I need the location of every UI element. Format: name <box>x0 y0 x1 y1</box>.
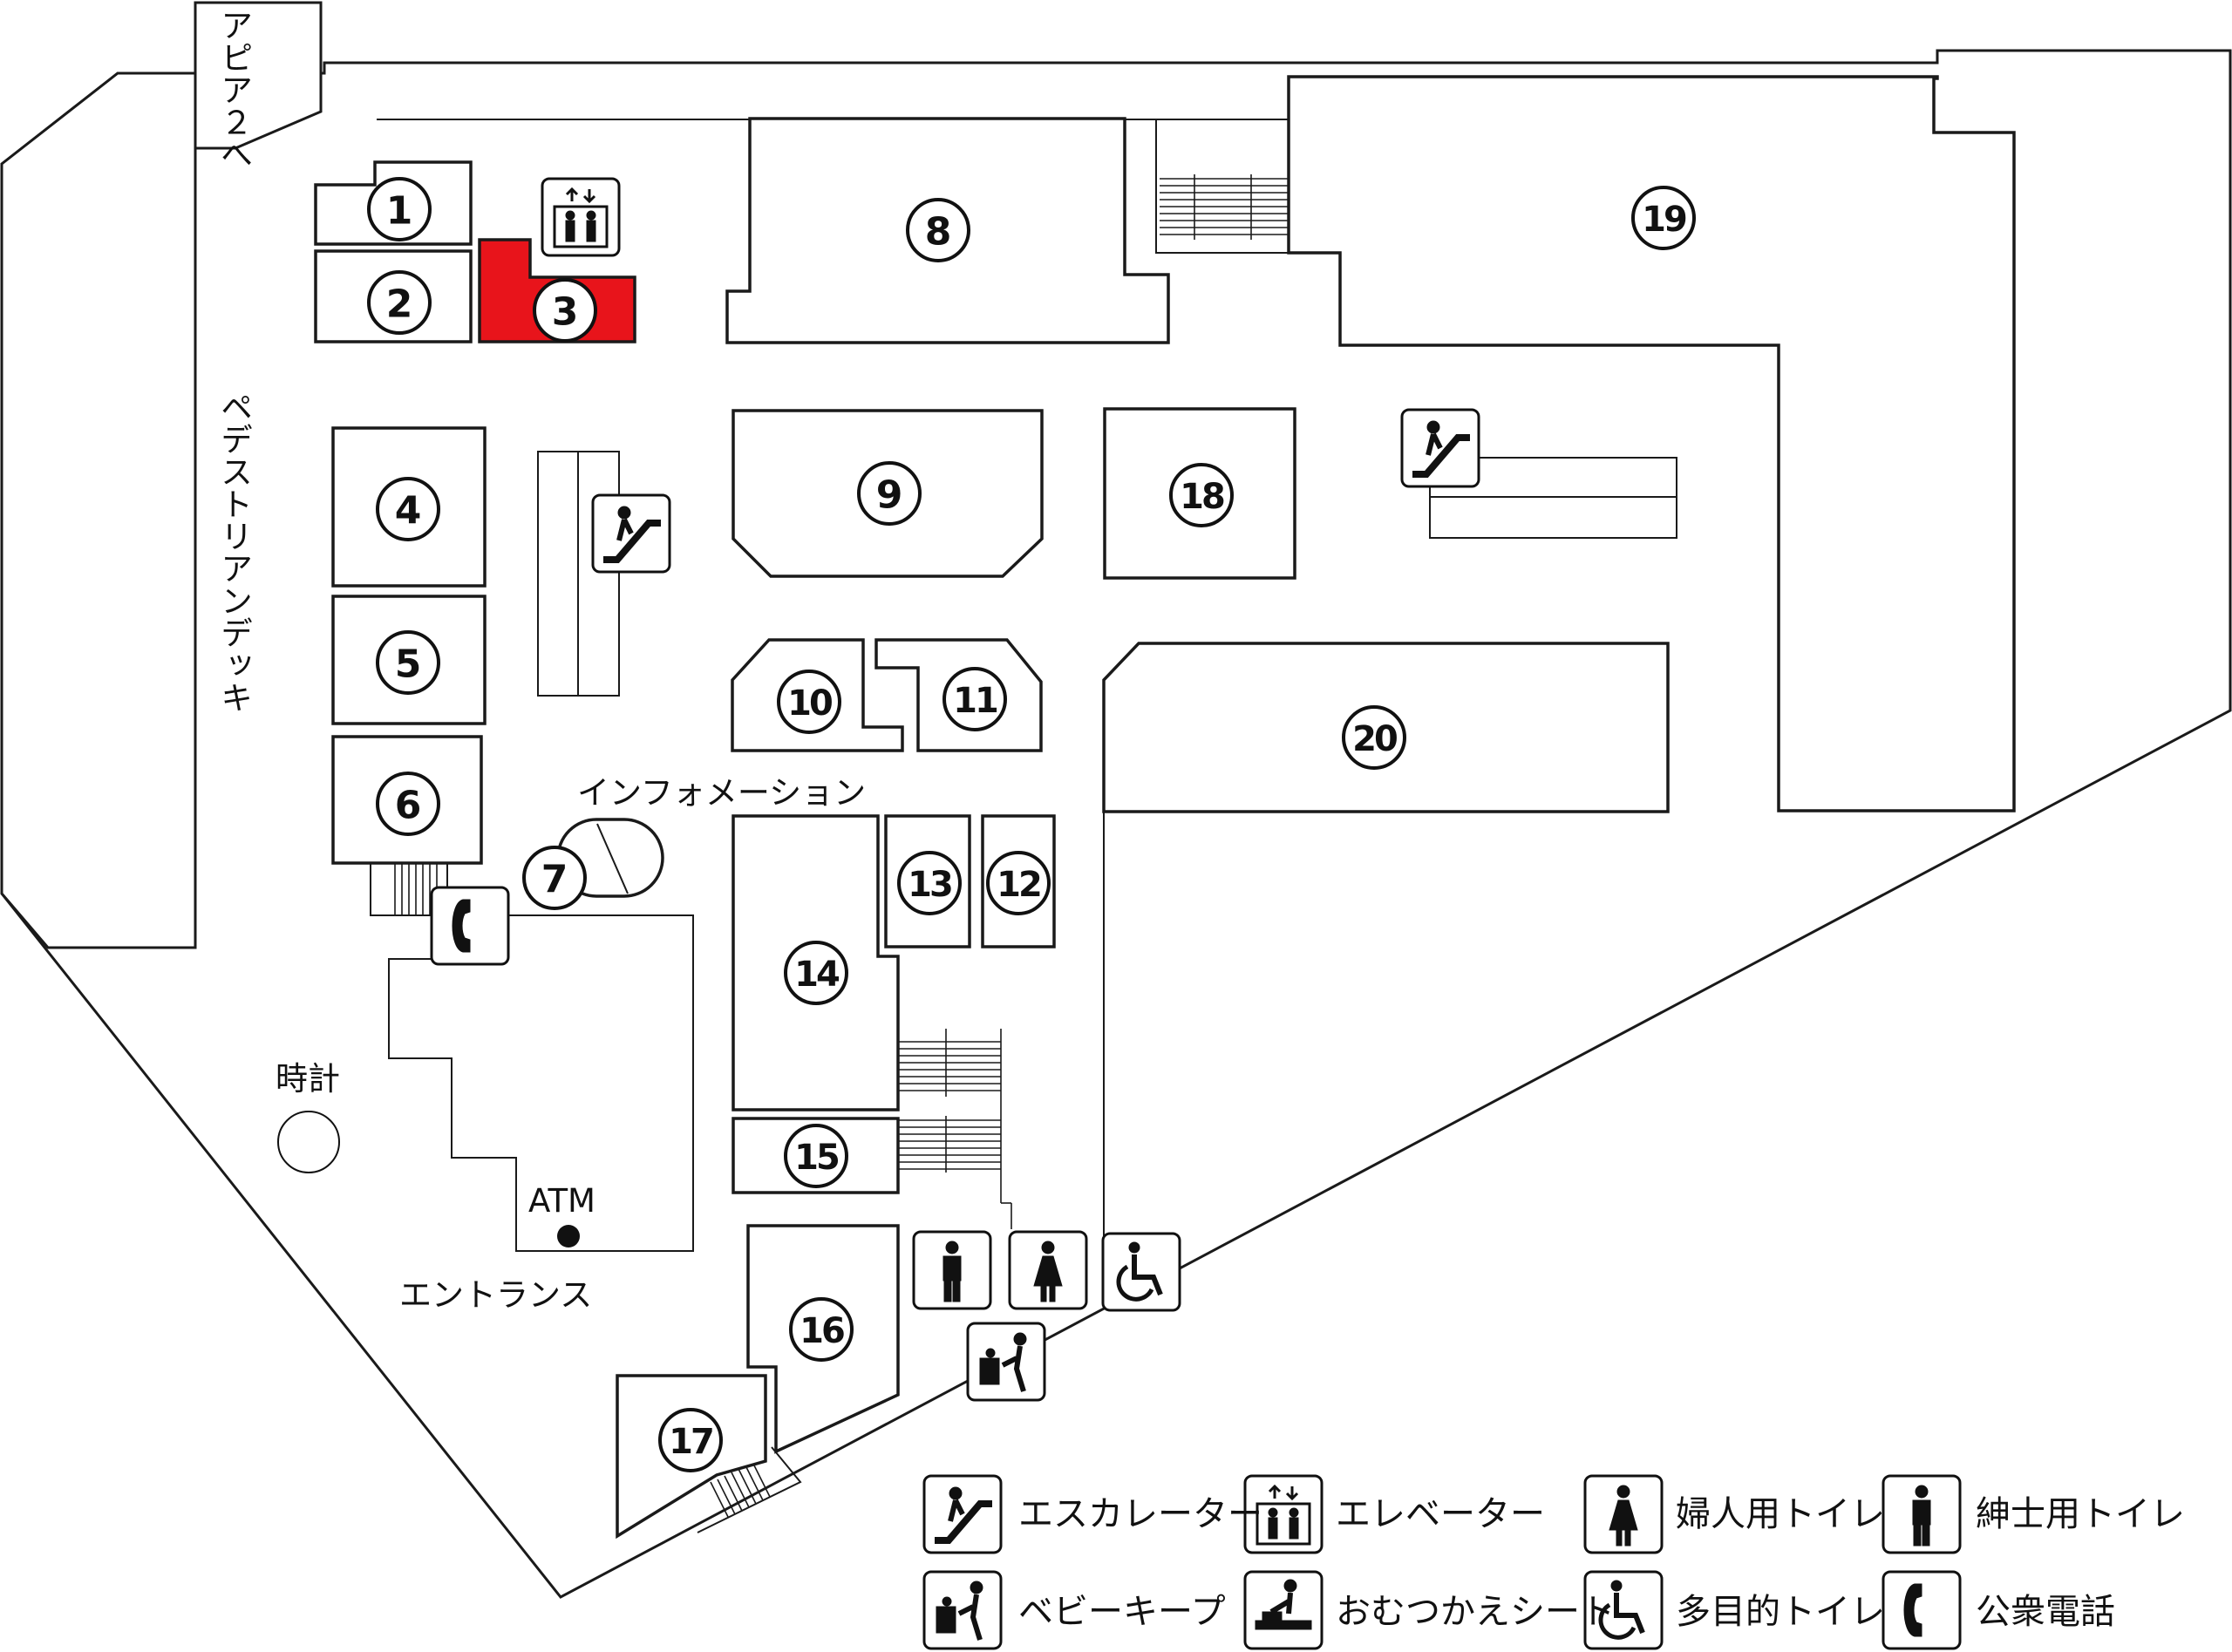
phone-icon[interactable] <box>430 886 510 966</box>
entrance-hall <box>388 914 694 1252</box>
shop-marker-19[interactable]: 19 <box>1631 186 1696 250</box>
shop-marker-18[interactable]: 18 <box>1169 463 1234 527</box>
legend-baby-keep-label: ベビーキープ <box>1018 1592 1226 1632</box>
legend-escalator-icon <box>922 1474 1003 1554</box>
legend-escalator-label: エスカレーター <box>1018 1494 1262 1534</box>
shop-marker-circle <box>1342 705 1406 770</box>
shop-number-label: 18 <box>1180 477 1224 517</box>
shop-marker-8[interactable]: 8 <box>906 198 970 262</box>
building-outline <box>0 1 2232 1599</box>
shop-number-label: 3 <box>552 290 579 335</box>
legend-mens-toilet-icon <box>1882 1474 1962 1554</box>
shop-marker-circle <box>533 278 597 343</box>
shop-number-label: 13 <box>908 865 951 905</box>
shop-marker-2[interactable]: 2 <box>367 270 432 335</box>
atm-label: ATM <box>528 1182 595 1220</box>
appia2-label: アピア２へ <box>215 9 253 170</box>
shop-marker-7[interactable]: 7 <box>522 846 587 910</box>
shop-number-label: 6 <box>395 784 422 828</box>
shop-number-label: 4 <box>395 489 422 534</box>
shop-number-label: 14 <box>794 955 839 995</box>
shop-marker-circle <box>906 198 970 262</box>
pedestrian-deck-label: ペデストリアンデッキ <box>215 391 253 713</box>
shop-marker-4[interactable]: 4 <box>376 477 440 541</box>
shop-marker-14[interactable]: 14 <box>784 941 848 1005</box>
shop-number-label: 10 <box>787 683 832 724</box>
shop-marker-13[interactable]: 13 <box>897 851 962 915</box>
legend-elevator-icon <box>1243 1474 1324 1554</box>
shop-number-label: 9 <box>876 473 903 518</box>
information-label: インフォメーション <box>577 774 866 812</box>
legend-phone-label: 公衆電話 <box>1976 1592 2115 1632</box>
shop-marker-circle <box>376 772 440 836</box>
shop-marker-circle <box>522 846 587 910</box>
shop-marker-9[interactable]: 9 <box>857 461 922 526</box>
shop-marker-circle <box>367 270 432 335</box>
shop-number-label: 2 <box>386 282 413 327</box>
legend-mens-toilet-label: 紳士用トイレ <box>1976 1494 2185 1534</box>
shop-marker-20[interactable]: 20 <box>1342 705 1406 770</box>
escalator-icon[interactable] <box>591 493 671 574</box>
shop-marker-circle <box>376 630 440 695</box>
shop-number-label: 7 <box>541 858 568 902</box>
shop-number-label: 17 <box>669 1422 712 1462</box>
shop-marker-circle <box>1631 186 1696 250</box>
stairs <box>370 119 1677 1533</box>
shop-marker-circle <box>857 461 922 526</box>
shop-marker-circle <box>897 851 962 915</box>
shop-marker-5[interactable]: 5 <box>376 630 440 695</box>
shop-marker-circle <box>376 477 440 541</box>
shop-marker-circle <box>1169 463 1234 527</box>
shop-number-label: 16 <box>800 1311 844 1351</box>
shop-marker-17[interactable]: 17 <box>658 1408 723 1472</box>
womens-toilet-icon[interactable] <box>1008 1230 1088 1310</box>
legend-multipurpose-toilet-label: 多目的トイレ <box>1676 1592 1885 1632</box>
escalator-icon[interactable] <box>1400 408 1480 488</box>
shop-marker-16[interactable]: 16 <box>789 1297 854 1362</box>
shop-marker-10[interactable]: 10 <box>777 670 841 734</box>
shop-number-label: 20 <box>1352 719 1397 759</box>
clock-marker <box>277 1111 340 1173</box>
legend-womens-toilet-label: 婦人用トイレ <box>1676 1494 1885 1534</box>
legend: エスカレーター エレベーター 婦人用トイレ 紳士用トイレ ベビーキープ おむつか… <box>922 1474 2185 1650</box>
baby-keep-icon[interactable] <box>966 1322 1046 1402</box>
shop-number-label: 11 <box>953 681 997 721</box>
shop-number-label: 12 <box>997 865 1040 905</box>
mens-toilet-icon[interactable] <box>912 1230 992 1310</box>
shop-marker-circle <box>986 851 1051 915</box>
atm-marker[interactable] <box>557 1225 580 1247</box>
shop-marker-15[interactable]: 15 <box>784 1124 848 1188</box>
shop-marker-11[interactable]: 11 <box>942 667 1007 731</box>
legend-phone-icon <box>1882 1570 1962 1650</box>
shop-marker-circle <box>784 941 848 1005</box>
shop-marker-circle <box>367 177 432 241</box>
legend-womens-toilet-icon <box>1583 1474 1664 1554</box>
shop-marker-circle <box>942 667 1007 731</box>
legend-diaper-icon <box>1243 1570 1324 1650</box>
shop-marker-6[interactable]: 6 <box>376 772 440 836</box>
shop-marker-1[interactable]: 1 <box>367 177 432 241</box>
entrance-label: エントランス <box>399 1276 592 1314</box>
shop-number-label: 8 <box>925 210 952 255</box>
accessible-toilet-icon[interactable] <box>1101 1232 1181 1312</box>
legend-elevator-label: エレベーター <box>1336 1494 1545 1534</box>
legend-baby-keep-icon <box>922 1570 1003 1650</box>
shop-marker-circle <box>658 1408 723 1472</box>
shop-marker-circle <box>789 1297 854 1362</box>
shop-marker-3[interactable]: 3 <box>533 278 597 343</box>
clock-label: 時計 <box>276 1060 340 1098</box>
shop-marker-circle <box>784 1124 848 1188</box>
shop-number-label: 1 <box>386 189 413 234</box>
legend-diaper-label: おむつかえシート <box>1336 1592 1615 1632</box>
shop-number-label: 5 <box>395 642 422 687</box>
shop-marker-circle <box>777 670 841 734</box>
shop-number-label: 19 <box>1642 200 1686 240</box>
elevator-icon[interactable] <box>541 177 621 257</box>
shop-number-label: 15 <box>794 1138 839 1178</box>
shop-marker-12[interactable]: 12 <box>986 851 1051 915</box>
legend-accessible-toilet-icon <box>1583 1570 1664 1650</box>
